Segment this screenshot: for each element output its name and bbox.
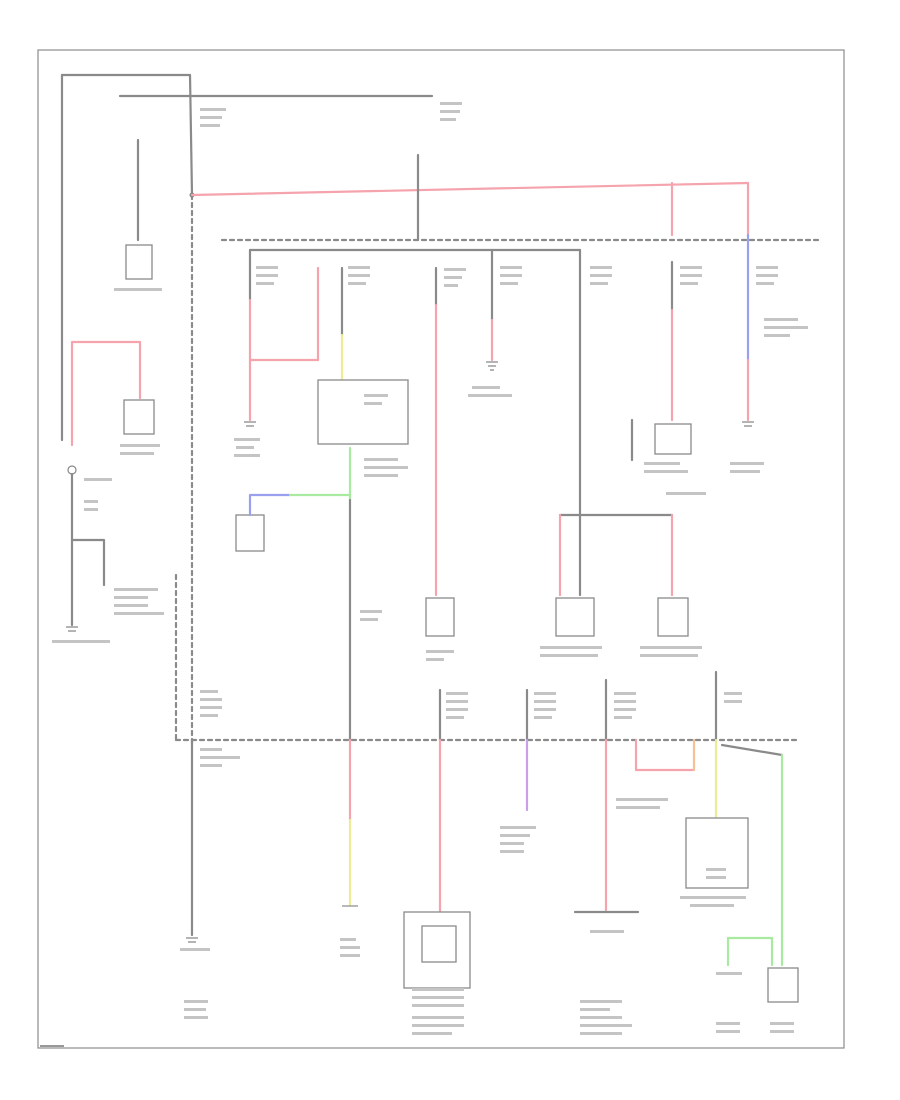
lower-branch-a [342,738,358,907]
lower-branch-f [685,670,749,889]
battery-circuit [67,340,155,627]
lower-branch-e [634,738,696,772]
diagram-frame [37,49,845,1049]
lower-branch-g [720,743,799,1003]
red-feed-wire [190,181,750,237]
branch-relay-pair [555,248,689,637]
main-power-feed [60,73,434,747]
branch-red-relay [630,260,692,462]
lower-branch-b [403,688,471,989]
fuse-block-bus [220,153,824,252]
branch-fuse-1 [248,248,320,422]
branch-blower [317,266,409,742]
faint-label-marks [52,102,808,1035]
branch-red-ground [486,248,498,371]
generator [125,138,153,280]
branch-red-center [425,266,455,637]
blower-motor [235,493,352,552]
engine-compartment-bus [174,573,802,937]
ground-symbols [66,421,754,943]
lower-branch-d [573,678,640,914]
